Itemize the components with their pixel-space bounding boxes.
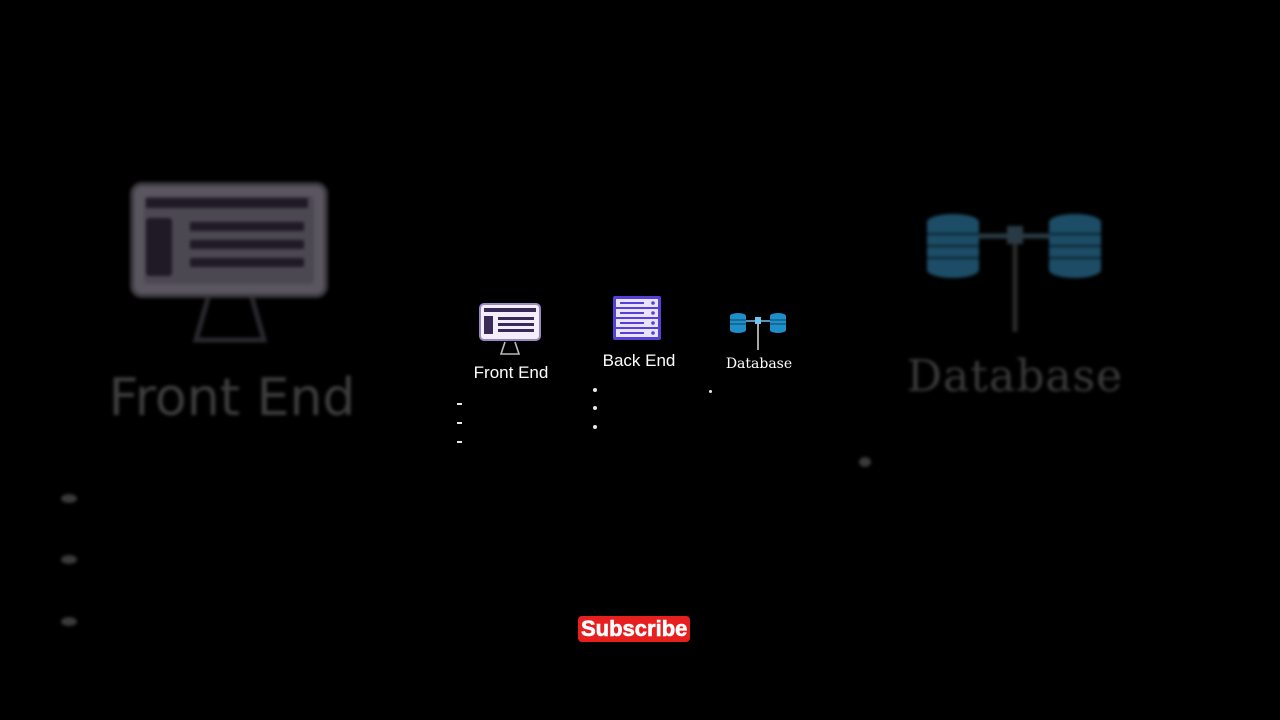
background-bullet [61, 617, 77, 626]
database-network-icon [728, 310, 788, 357]
back-end-bullet [593, 406, 597, 410]
front-end-bullet [457, 422, 462, 424]
back-end-bullet [593, 425, 597, 429]
back-end-server-icon [612, 295, 662, 346]
background-database-icon [925, 210, 1105, 339]
background-database-label: Database [906, 351, 1124, 402]
front-end-monitor-icon [478, 302, 542, 361]
back-end-label: Back End [602, 351, 676, 370]
background-bullet [61, 555, 77, 564]
subscribe-button[interactable]: Subscribe [578, 616, 691, 642]
database-bullet [709, 390, 712, 393]
front-end-label: Front End [473, 363, 549, 382]
database-label: Database [725, 356, 793, 372]
back-end-bullet [593, 388, 597, 392]
front-end-bullet [457, 403, 462, 405]
front-end-bullet [457, 441, 462, 443]
background-bullet [61, 494, 77, 503]
background-bullet [859, 457, 871, 467]
background-front-end-label: Front End [108, 368, 356, 428]
background-monitor-icon [130, 180, 328, 351]
